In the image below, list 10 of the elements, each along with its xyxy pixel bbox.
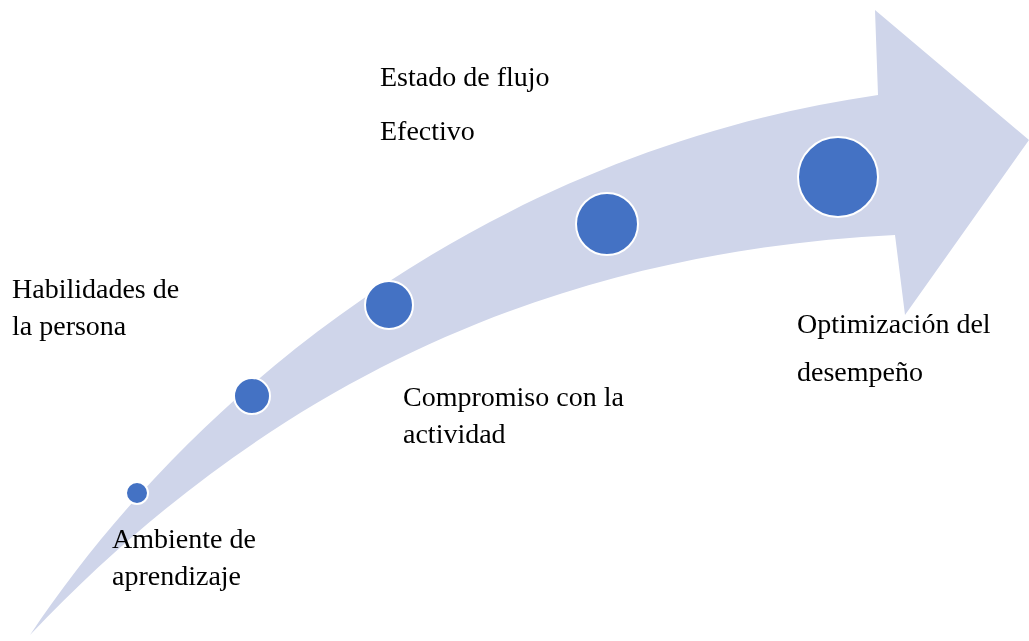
circle-marker (796, 135, 880, 219)
circle-marker (574, 191, 640, 257)
stage-label: Compromiso con la actividad (403, 380, 625, 451)
stage-label: Ambiente de aprendizaje (112, 522, 257, 593)
circle-marker (363, 279, 415, 331)
circle-marker (124, 480, 150, 506)
stage-label: Estado de flujo Efectivo (380, 60, 551, 148)
circle-marker (232, 376, 272, 416)
stage-label: Habilidades de la persona (12, 272, 181, 343)
stage-label: Optimización del desempeño (797, 307, 992, 389)
